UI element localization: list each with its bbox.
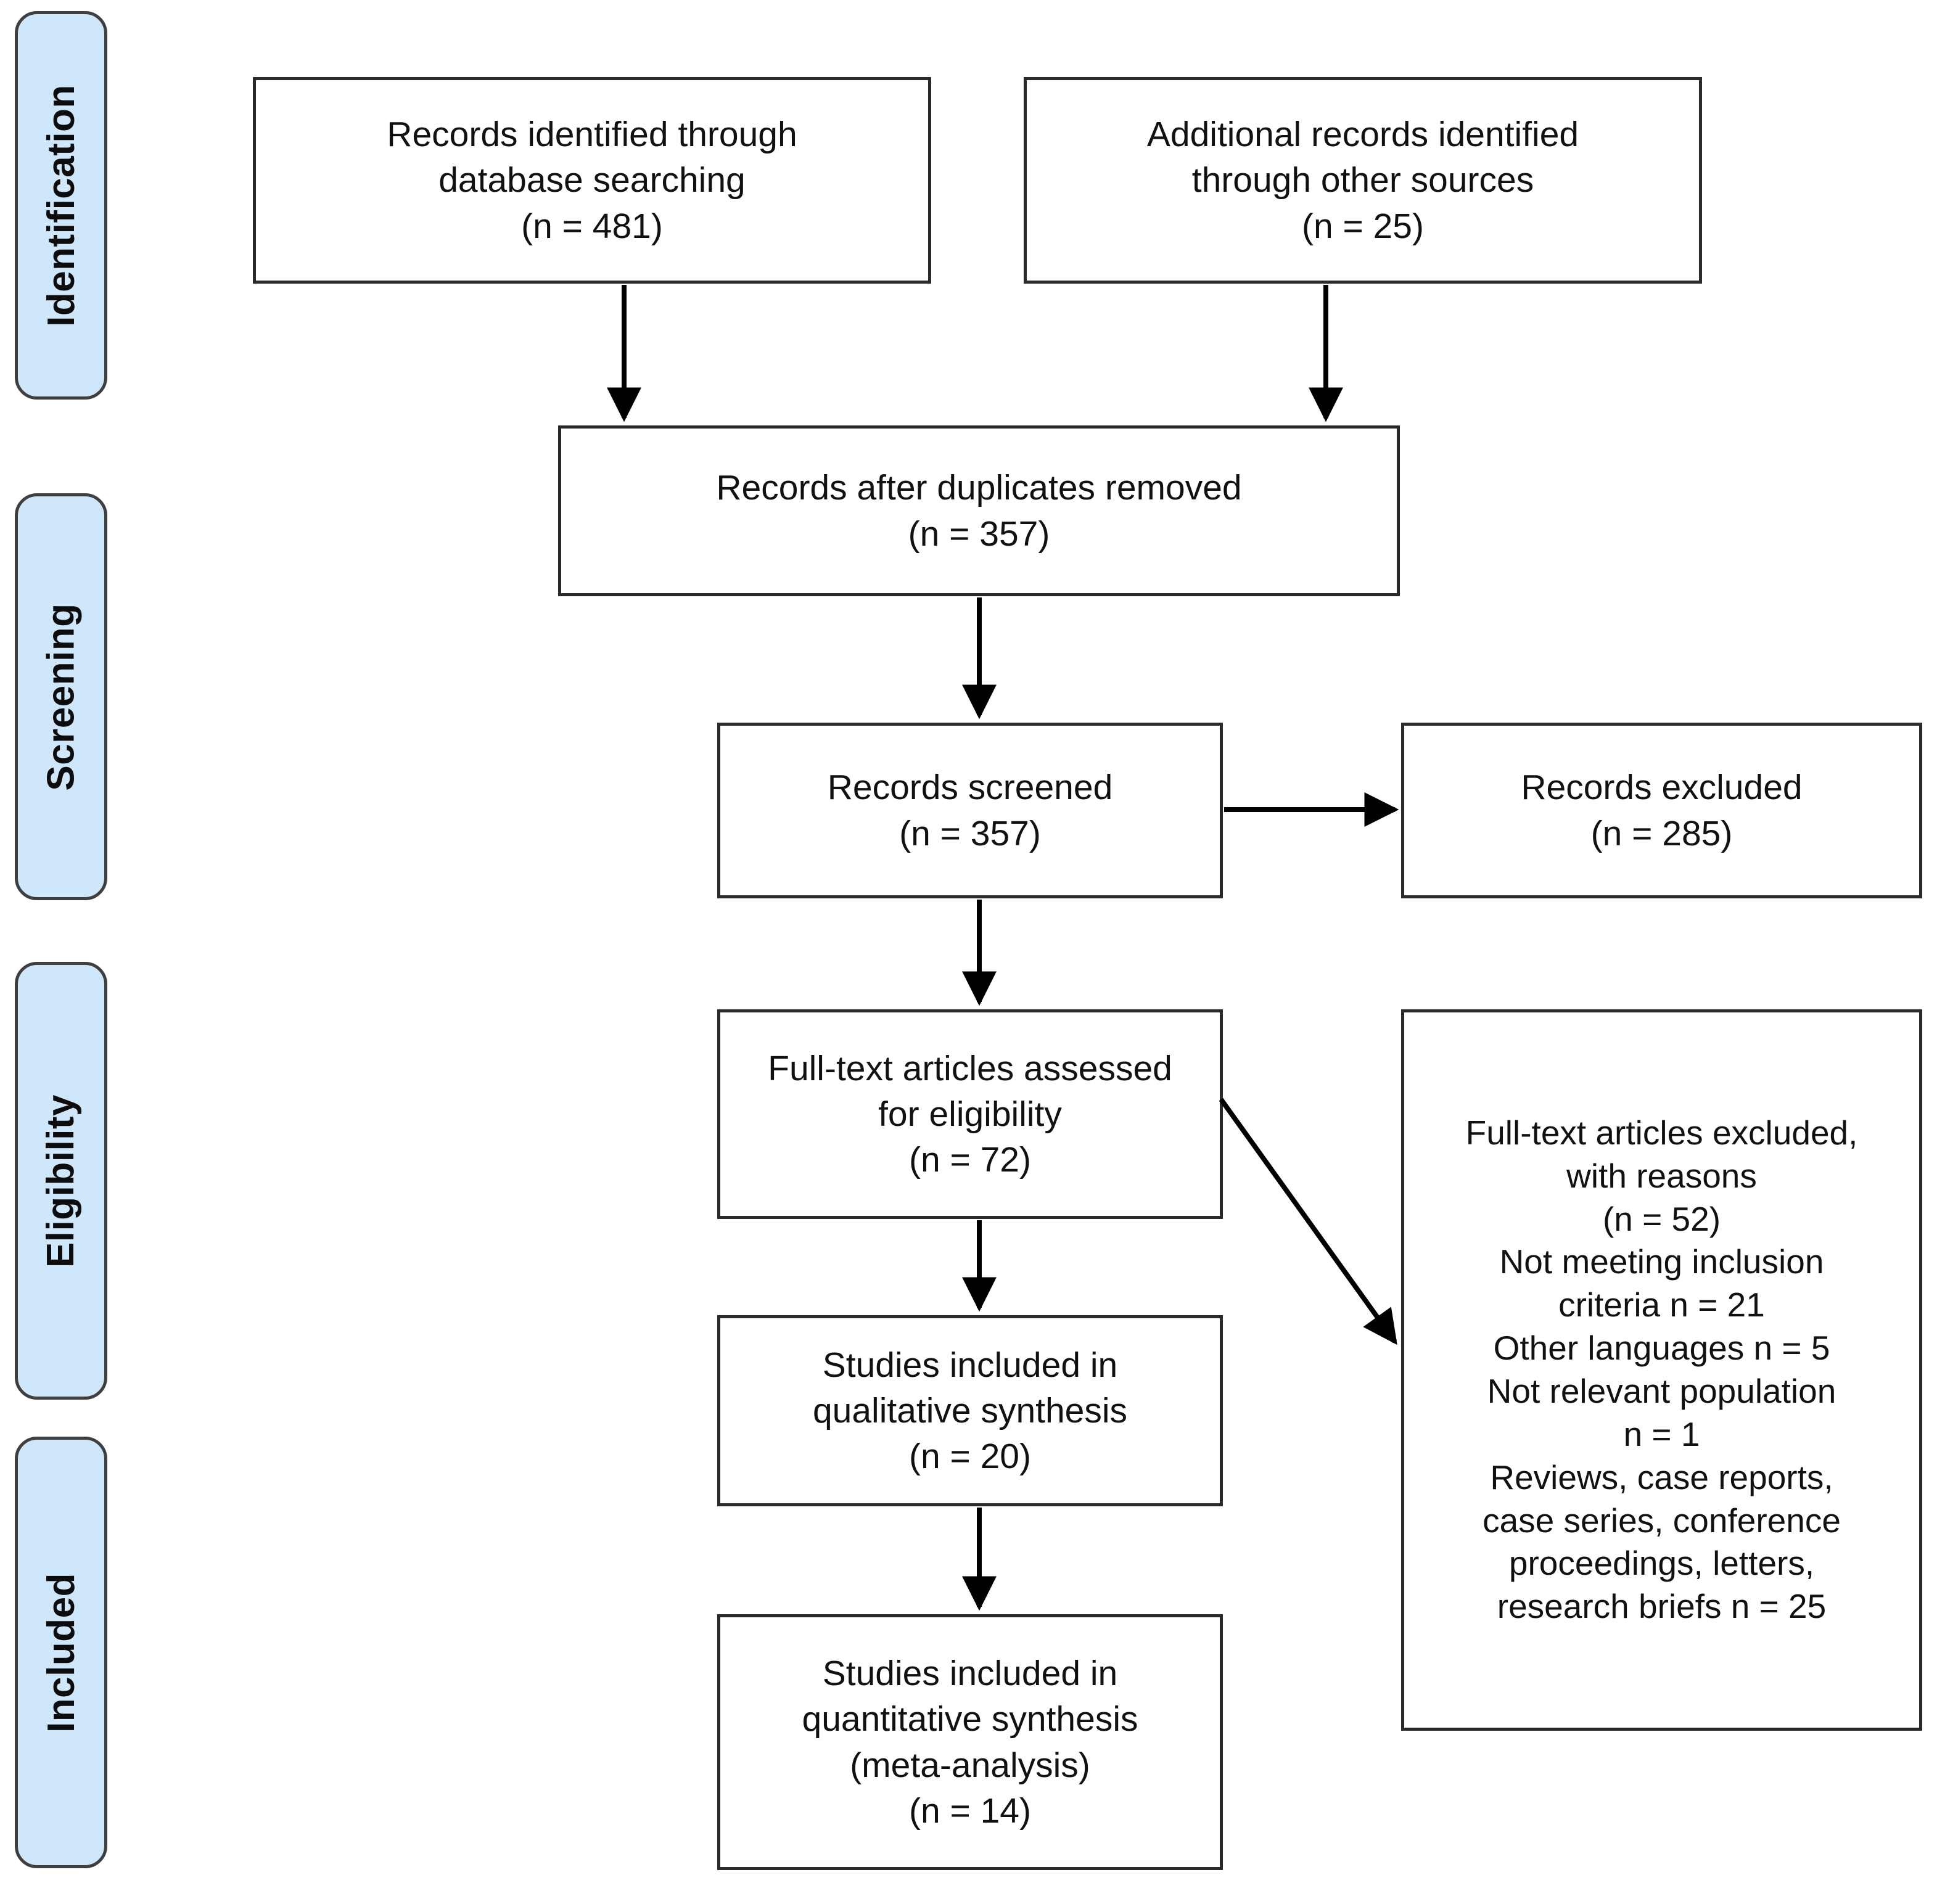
stage-tab-included: Included (15, 1437, 107, 1868)
box-records-excluded: Records excluded (n = 285) (1401, 723, 1922, 898)
box-fulltext-assessed-text: Full-text articles assessed for eligibil… (768, 1048, 1172, 1180)
stage-tab-screening: Screening (15, 493, 107, 900)
box-fulltext-excluded-with-reasons: Full-text articles excluded, with reason… (1401, 1009, 1922, 1731)
box-records-after-duplicates: Records after duplicates removed (n = 35… (558, 425, 1400, 596)
box-fulltext-assessed: Full-text articles assessed for eligibil… (717, 1009, 1223, 1219)
stage-tab-identification: Identification (15, 11, 107, 400)
box-studies-qualitative: Studies included in qualitative synthesi… (717, 1315, 1223, 1506)
box-records-identified-other-text: Additional records identified through ot… (1146, 115, 1579, 246)
box-studies-qualitative-text: Studies included in qualitative synthesi… (812, 1345, 1128, 1477)
box-records-screened-text: Records screened (n = 357) (827, 768, 1113, 853)
stage-tab-screening-label: Screening (39, 602, 83, 791)
arrow-fulltext-to-excluded-reasons (1219, 1098, 1397, 1345)
box-studies-quantitative-text: Studies included in quantitative synthes… (802, 1654, 1138, 1831)
stage-tab-included-label: Included (39, 1572, 83, 1733)
stage-tab-eligibility: Eligibility (15, 962, 107, 1400)
box-records-identified-database: Records identified through database sear… (253, 77, 931, 284)
box-fulltext-excluded-with-reasons-text: Full-text articles excluded, with reason… (1465, 1113, 1858, 1626)
stage-tab-identification-label: Identification (39, 84, 83, 327)
box-studies-quantitative: Studies included in quantitative synthes… (717, 1614, 1223, 1870)
box-records-identified-database-text: Records identified through database sear… (387, 115, 797, 246)
box-records-excluded-text: Records excluded (n = 285) (1521, 768, 1803, 853)
box-records-screened: Records screened (n = 357) (717, 723, 1223, 898)
box-records-after-duplicates-text: Records after duplicates removed (n = 35… (716, 468, 1242, 554)
box-records-identified-other: Additional records identified through ot… (1024, 77, 1702, 284)
stage-tab-eligibility-label: Eligibility (39, 1094, 83, 1268)
